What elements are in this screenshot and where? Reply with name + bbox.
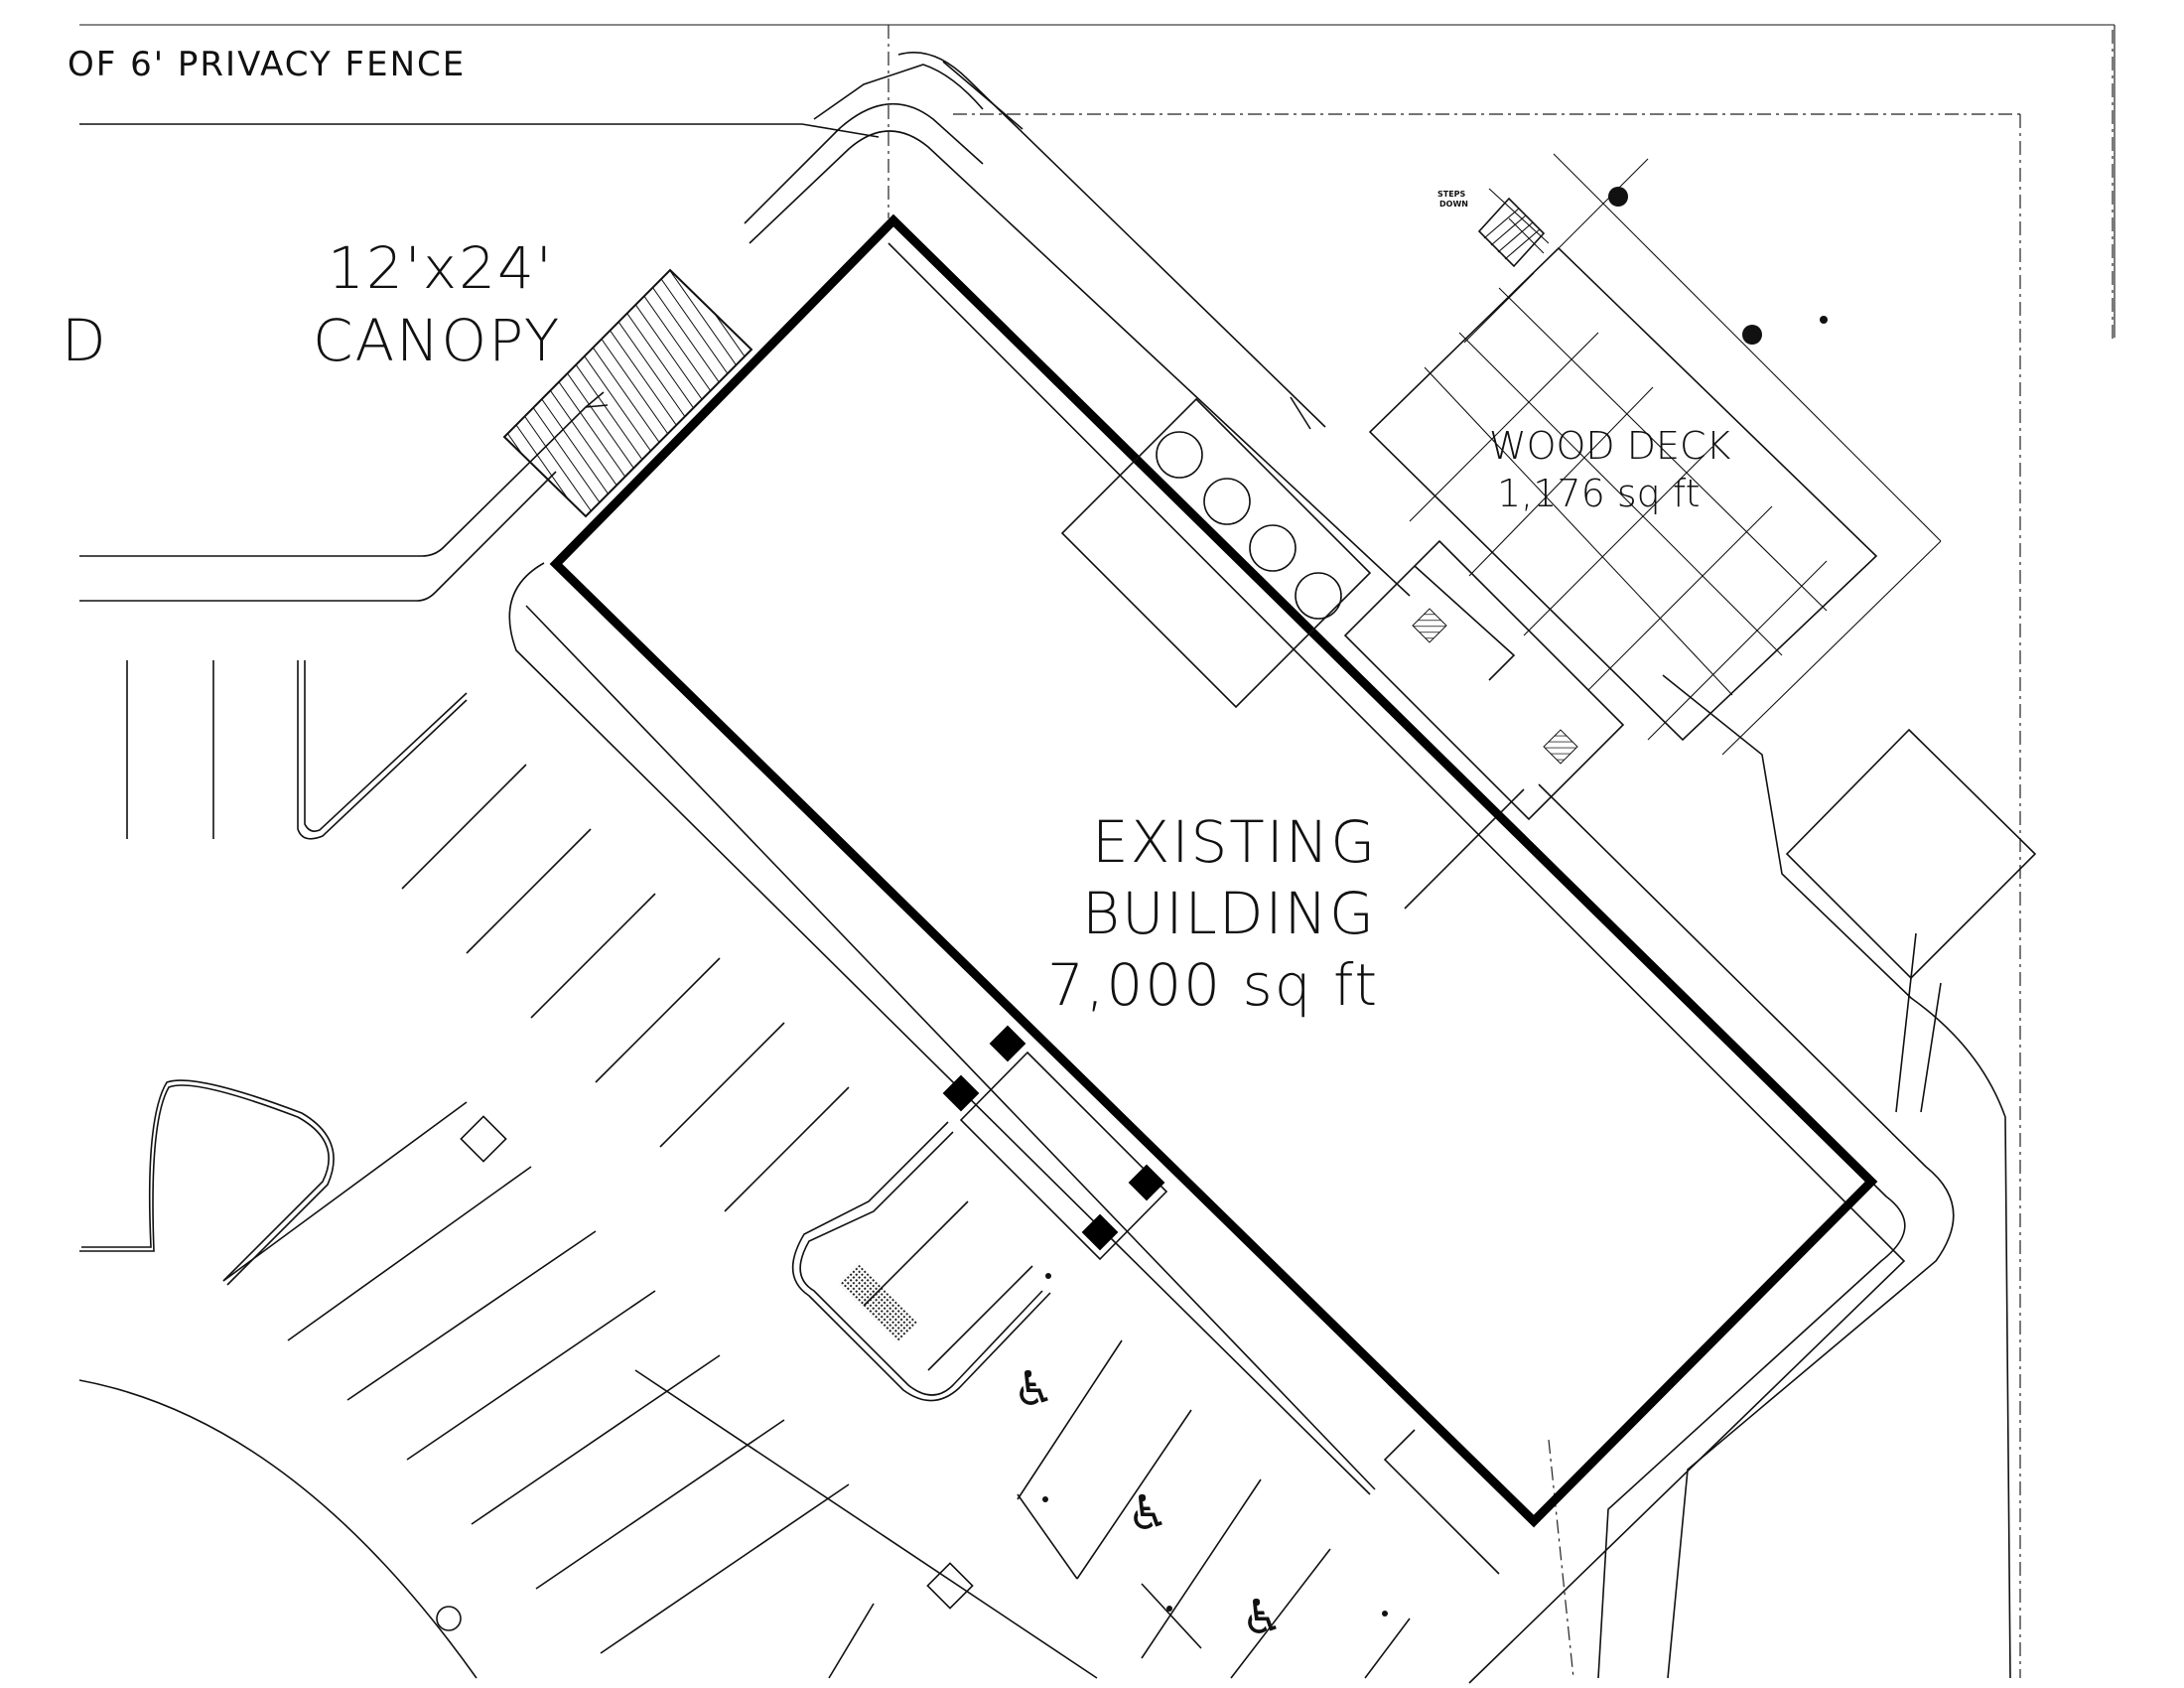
- accessible-stall-1: ♿: [1013, 1361, 1055, 1417]
- drive-lanes: [79, 52, 2011, 1679]
- wheelchair-icon: ♿: [1241, 1590, 1284, 1645]
- wheelchair-icon: ♿: [1127, 1485, 1169, 1541]
- canopy: [502, 268, 753, 518]
- sidewalk: [525, 242, 1906, 1684]
- wheelchair-icon: ♿: [1013, 1361, 1055, 1417]
- steps-label-line1: STEPS: [1437, 190, 1466, 199]
- building-label-line1: EXISTING: [1092, 808, 1377, 876]
- cut-off-label: D: [62, 307, 108, 374]
- parking-islands: [78, 660, 1388, 1679]
- building-area-label: 7,000 sq ft: [1047, 951, 1379, 1019]
- wood-deck: [1368, 153, 1942, 756]
- accessible-stall-2: ♿: [1127, 1485, 1169, 1541]
- canopy-label: CANOPY: [313, 307, 561, 374]
- equipment-pad: [1785, 728, 2037, 980]
- parking-stalls: [126, 660, 1411, 1679]
- existing-building: [549, 213, 1878, 1528]
- fence-note: OF 6' PRIVACY FENCE: [68, 45, 466, 84]
- building-label-line2: BUILDING: [1082, 880, 1376, 947]
- deck-label: WOOD DECK: [1489, 424, 1731, 468]
- steps-label-line2: DOWN: [1439, 200, 1468, 209]
- property-lines: [79, 24, 2116, 1679]
- accessible-stall-3: ♿: [1241, 1590, 1284, 1645]
- canopy-size-label: 12'x24': [328, 234, 554, 302]
- deck-area-label: 1,176 sq ft: [1497, 472, 1700, 515]
